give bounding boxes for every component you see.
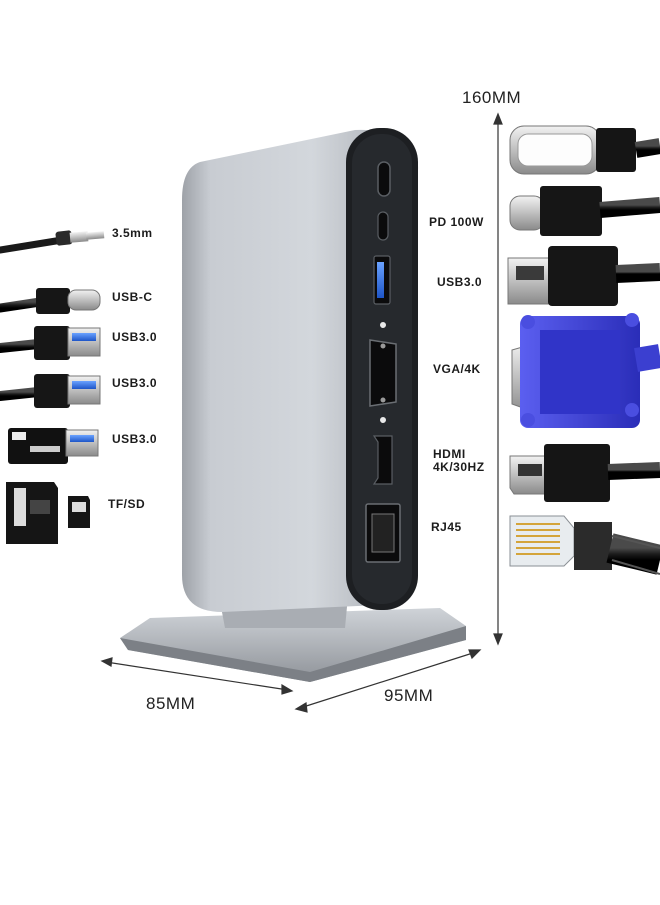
dimension-lines — [100, 112, 503, 713]
port-label-vga: VGA/4K — [433, 362, 481, 376]
width-dimension-label: 95MM — [384, 686, 434, 705]
port-label-hdmi-line2: 4K/30HZ — [433, 460, 485, 474]
usb-c-cable-icon — [0, 288, 101, 314]
vga-port — [369, 339, 397, 407]
pd-usb-c-port — [377, 161, 391, 197]
vga-connector-icon — [511, 313, 660, 428]
hdmi-cable-icon — [509, 444, 660, 502]
memory-cards-icon — [6, 482, 90, 544]
audio-jack-cable-icon — [0, 230, 105, 254]
port-label-tf-sd: TF/SD — [108, 497, 146, 511]
usb-c-port — [377, 211, 389, 241]
depth-dimension-label: 85MM — [146, 694, 196, 713]
port-label-rj45: RJ45 — [431, 520, 462, 534]
usb-a-blue-cable-icon — [0, 374, 101, 408]
hdmi-port — [372, 435, 393, 485]
port-label-usb3-2: USB3.0 — [112, 376, 158, 390]
usb-c-cable-icon — [509, 186, 660, 236]
usb-a-cable-icon — [507, 246, 660, 306]
usb-c-cable-icon — [509, 125, 660, 175]
card-reader-icon — [8, 428, 99, 464]
port-label-hdmi-line1: HDMI — [433, 447, 466, 461]
hub-body — [182, 128, 419, 612]
port-label-audio: 3.5mm — [112, 226, 153, 240]
ethernet-cable-icon — [509, 515, 660, 575]
port-label-usb3-3: USB3.0 — [112, 432, 158, 446]
height-dimension-label: 160MM — [462, 88, 522, 107]
port-label-pd: PD 100W — [429, 215, 484, 229]
port-label-usb3: USB3.0 — [437, 275, 483, 289]
port-label-usb-c: USB-C — [112, 290, 153, 304]
port-label-hdmi: HDMI 4K/30HZ — [433, 448, 485, 474]
usb-a-blue-cable-icon — [0, 326, 101, 360]
port-label-usb3-1: USB3.0 — [112, 330, 158, 344]
